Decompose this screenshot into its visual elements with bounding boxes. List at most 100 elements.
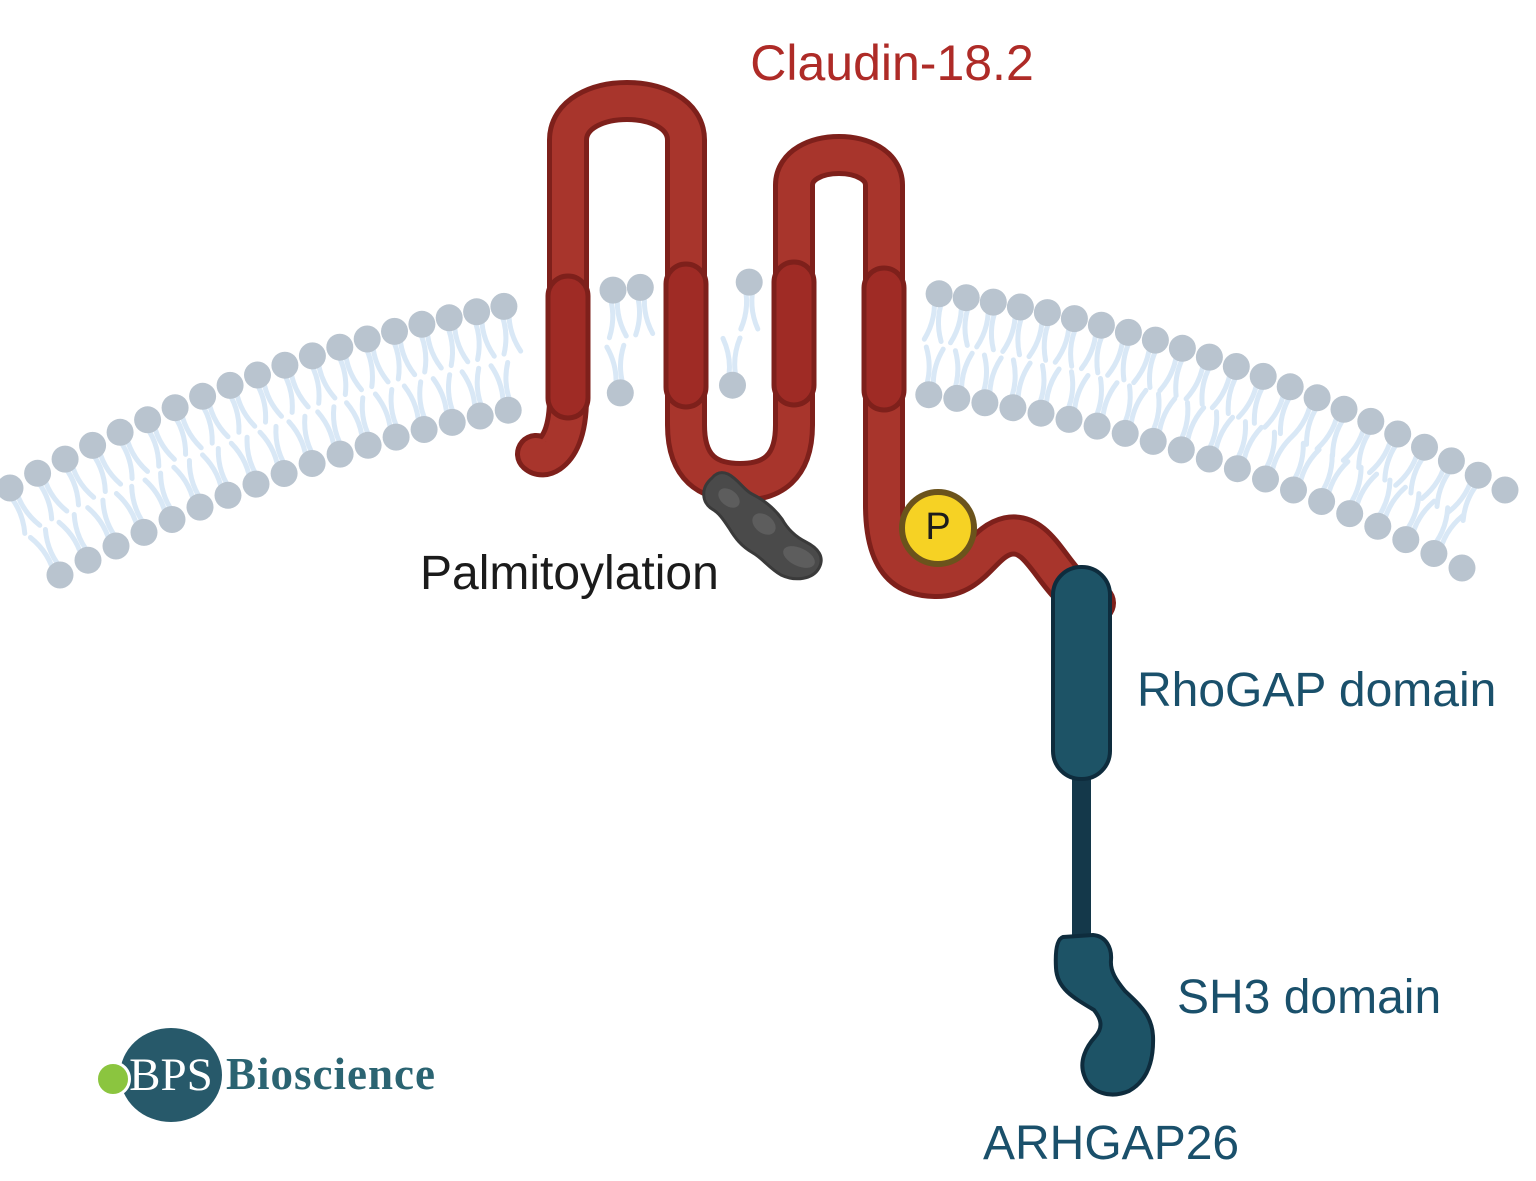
lipid-head (1087, 311, 1115, 339)
lipid-head (214, 481, 242, 509)
lipid-head (106, 418, 134, 446)
lipid-head (1280, 476, 1307, 504)
lipid-head (1033, 299, 1061, 327)
rhogap-domain-shape (1051, 565, 1112, 781)
lipid-head (381, 317, 408, 345)
lipid-head (270, 460, 298, 487)
lipid-head (189, 382, 217, 410)
lipid-head (1384, 420, 1412, 448)
lipid-head (271, 351, 299, 379)
cell-membrane (0, 269, 1519, 589)
lipid-head (51, 445, 79, 473)
lipid-head (354, 431, 382, 459)
lipid-head (244, 361, 271, 389)
transmembrane-helix-1 (545, 273, 591, 421)
lipid-head (999, 394, 1027, 422)
lipid-head (1083, 412, 1111, 440)
lipid-head (1249, 362, 1277, 390)
lipid-head (326, 333, 354, 361)
lipid-head (599, 276, 627, 304)
lipid-head (1006, 293, 1034, 321)
lipid-head (1448, 554, 1476, 582)
lipid-head (1027, 399, 1055, 427)
arhgap26-protein (1051, 565, 1156, 1097)
lipid-head (735, 268, 763, 296)
palmitoyl-highlight (783, 546, 815, 568)
logo-ellipse (120, 1028, 222, 1122)
lipid-head (1222, 353, 1250, 380)
lipid-head (161, 394, 189, 422)
transmembrane-helix-2 (663, 261, 709, 410)
domain-linker (1072, 770, 1091, 942)
lipid-head (74, 546, 102, 574)
palmitoyl-group (702, 471, 823, 581)
sh3-domain-label: SH3 domain (1177, 971, 1442, 1024)
lipid-head (353, 325, 381, 353)
logo-name-text: Bioscience (226, 1049, 436, 1099)
lipid-head (494, 396, 522, 424)
lipid-head (1491, 476, 1519, 504)
lipid-head (326, 440, 354, 468)
lipid-head (1392, 526, 1420, 554)
lipid-head (1464, 461, 1492, 489)
rhogap-domain-label: RhoGAP domain (1137, 664, 1497, 717)
lipid-head (46, 561, 74, 589)
lipid-head (952, 284, 980, 312)
lipid-head (134, 406, 162, 434)
palmitoyl-highlight (752, 513, 776, 535)
lipid-head (410, 416, 438, 443)
lipid-head (298, 450, 326, 477)
logo-green-dot-icon (95, 1061, 131, 1097)
lipid-head (1055, 405, 1083, 433)
lipid-head (719, 371, 746, 399)
transmembrane-helix-4 (861, 265, 907, 413)
lipid-head (1437, 447, 1465, 475)
logo-abbr-text: BPS (129, 1049, 213, 1101)
page-title: Claudin-18.2 (750, 35, 1034, 91)
lipid-head (1308, 488, 1336, 515)
lipid-heads (0, 268, 1519, 504)
lipid-head (1276, 373, 1304, 401)
lipid-head (1111, 419, 1139, 447)
lipid-heads (46, 371, 1476, 589)
phospho-label: P (925, 506, 951, 549)
lipid-head (1336, 500, 1364, 528)
transmembrane-helix-3 (771, 259, 817, 408)
lipid-head (130, 518, 158, 546)
lipid-head (1303, 384, 1331, 412)
lipid-head (466, 402, 494, 430)
lipid-head (158, 506, 186, 533)
lipid-head (490, 292, 518, 320)
lipid-head (242, 470, 270, 498)
lipid-head (438, 408, 466, 436)
lipid-head (0, 474, 24, 502)
lipid-head (1411, 433, 1438, 461)
lipid-head (1223, 455, 1251, 483)
lipid-head (1195, 343, 1223, 371)
lipid-head (1060, 305, 1088, 333)
bps-bioscience-logo: BPS Bioscience (95, 1027, 495, 1127)
lipid-head (1195, 445, 1223, 473)
lipid-head (943, 384, 971, 412)
sh3-domain-shape (1053, 932, 1156, 1097)
lipid-head (1330, 395, 1358, 423)
lipid-head (408, 310, 436, 338)
lipid-head (915, 381, 943, 409)
arhgap26-label: ARHGAP26 (983, 1117, 1240, 1170)
lipid-head (79, 431, 107, 459)
lipid-head (186, 493, 214, 521)
lipid-head (216, 371, 244, 399)
phosphorylation-circle (899, 489, 977, 567)
lipid-head (606, 379, 634, 407)
lipid-head (1252, 465, 1279, 493)
lipid-head (925, 280, 953, 308)
palmitoylation-label: Palmitoylation (420, 547, 719, 600)
palmitoyl-highlight (718, 488, 740, 508)
lipid-head (1357, 407, 1385, 435)
lipid-head (24, 459, 52, 487)
lipid-head (979, 288, 1007, 316)
claudin-protein (515, 80, 1116, 624)
lipid-head (971, 389, 999, 417)
